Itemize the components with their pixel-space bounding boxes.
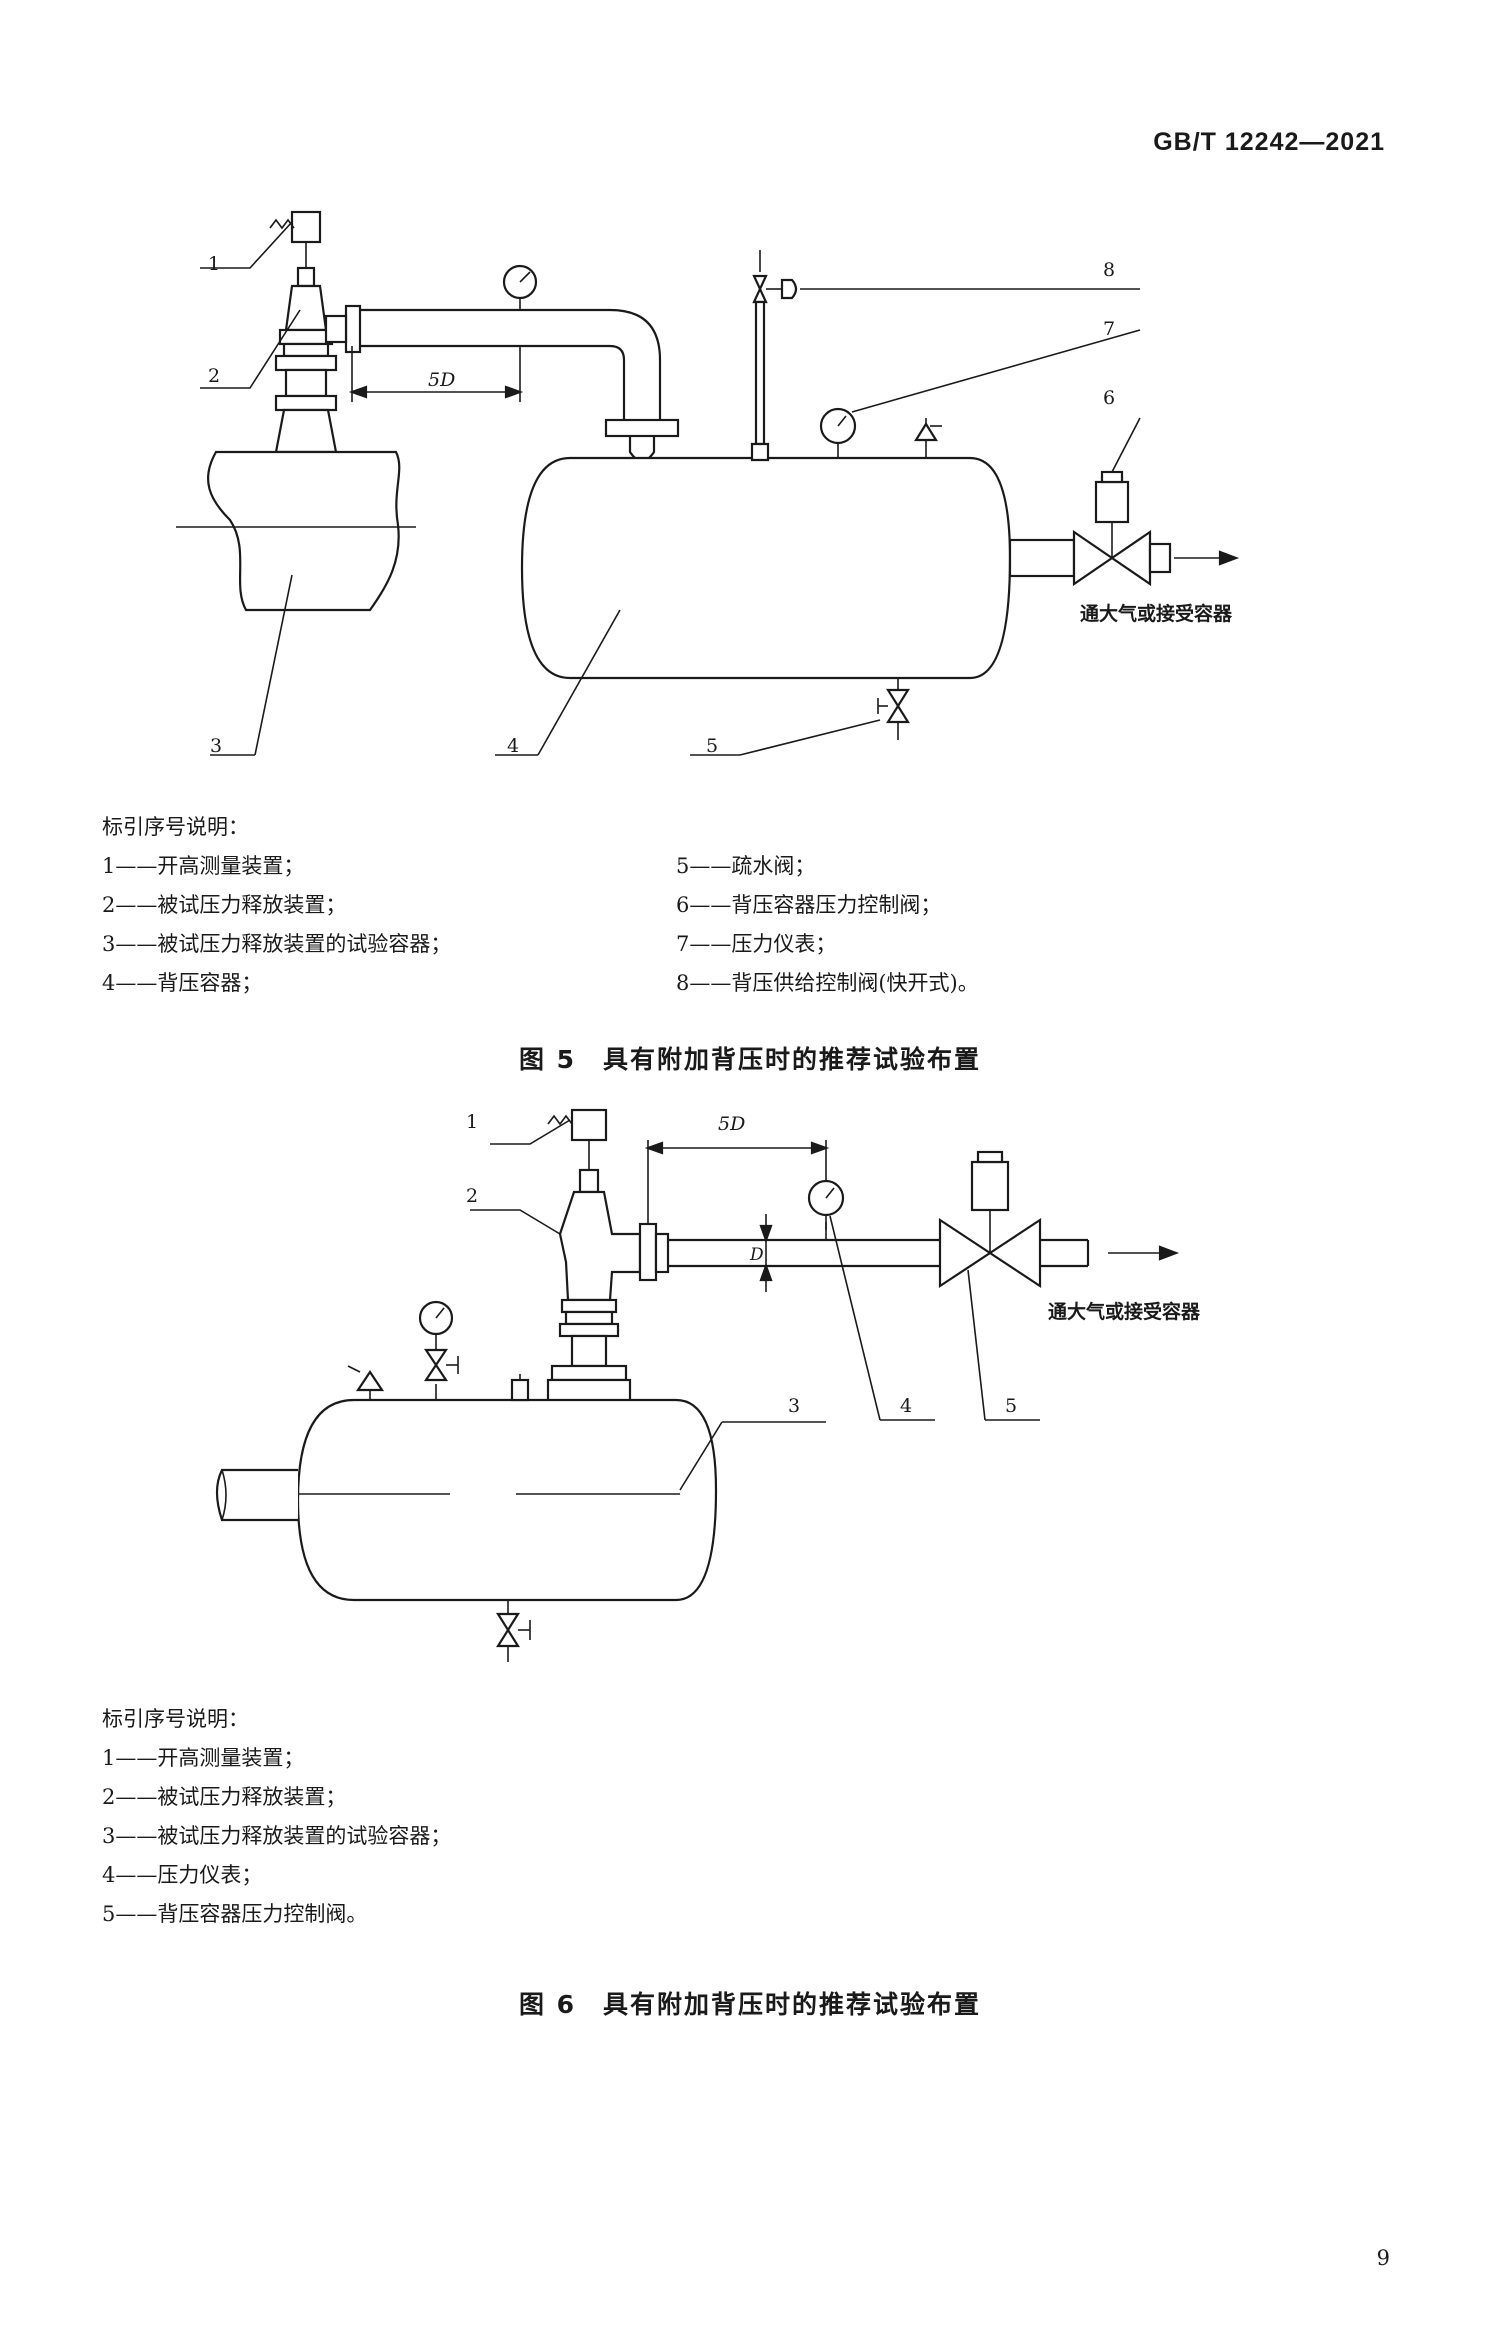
fig6-callout-1: 1 [466,1111,478,1133]
fig5-supply-valve [752,274,768,304]
fig6-callout-4: 4 [900,1395,912,1417]
fig5-legend-item-3: 3——被试压力释放装置的试验容器； [102,932,452,956]
fig5-spring-mark [269,218,295,230]
fig6-legend-title: 标引序号说明： [102,1707,249,1731]
fig5-callout-2: 2 [208,365,220,387]
figure-6-diagram: 1 2 D 5D 4 通大气或接受容器 5 3 [215,1108,1201,1662]
fig5-back-pressure-vessel [520,456,1012,680]
fig6-lift-gauge [570,1108,608,1142]
fig6-callout-3: 3 [788,1395,800,1417]
fig6-legend-item-4: 4——压力仪表； [102,1863,263,1887]
fig5-lift-gauge [290,210,322,244]
fig6-callout-5: 5 [1005,1395,1017,1417]
fig5-test-valve-bonnet [296,266,316,288]
fig6-caption: 图 6 具有附加背压时的推荐试验布置 [518,1990,982,2019]
standard-code: GB/T 12242—2021 [1153,128,1385,156]
fig5-callout-6: 6 [1103,387,1115,409]
fig5-dim-label: 5D [428,369,455,391]
fig6-legend-item-2: 2——被试压力释放装置； [102,1785,347,1809]
fig5-outlet-note: 通大气或接受容器 [1080,602,1233,625]
fig6-safety-valve-icon [355,1370,385,1392]
fig6-outlet-note: 通大气或接受容器 [1048,1300,1201,1323]
fig5-legend-title: 标引序号说明： [102,815,249,839]
fig5-outlet-flange [344,304,362,354]
figure-5-diagram: 5D 通大气或接受容器 1 2 3 4 5 6 7 [176,210,1240,757]
fig6-legend-item-5: 5——背压容器压力控制阀。 [102,1902,368,1926]
fig5-callout-1: 1 [208,253,220,275]
fig5-callout-3: 3 [210,735,222,757]
fig5-legend-item-8: 8——背压供给控制阀(快开式)。 [676,971,979,995]
fig6-test-valve-body [558,1190,642,1302]
fig6-dim-label: 5D [718,1113,745,1135]
fig5-caption: 图 5 具有附加背压时的推荐试验布置 [518,1045,982,1074]
fig6-legend-item-3: 3——被试压力释放装置的试验容器； [102,1824,452,1848]
fig6-vent-valve [423,1348,449,1382]
fig5-legend-item-7: 7——压力仪表； [676,932,837,956]
fig5-test-vessel [207,450,401,612]
fig6-legend: 标引序号说明： 1——开高测量装置； 2——被试压力释放装置； 3——被试压力释… [102,1700,902,1930]
fig6-dim-d-label: D [749,1245,764,1265]
fig5-callout-5: 5 [706,735,718,757]
fig5-legend-item-4: 4——背压容器； [102,971,263,995]
fig5-legend-item-6: 6——背压容器压力控制阀； [676,893,942,917]
fig6-legend-item-1: 1——开高测量装置； [102,1746,305,1770]
fig5-safety-valve-icon [914,421,938,442]
fig5-callout-8: 8 [1103,259,1115,281]
fig6-callout-2: 2 [466,1185,478,1207]
fig5-drain-valve [886,688,910,724]
fig5-legend-item-2: 2——被试压力释放装置； [102,893,347,917]
fig5-outlet-pipe [360,308,662,420]
fig6-outlet-flange [638,1222,658,1282]
fig5-legend-item-1: 1——开高测量装置； [102,854,305,878]
fig5-legend: 标引序号说明： 1——开高测量装置； 2——被试压力释放装置； 3——被试压力释… [102,808,1102,1008]
fig5-callout-4: 4 [507,735,519,757]
fig5-legend-item-5: 5——疏水阀； [676,854,816,878]
fig6-test-vessel [296,1398,718,1602]
fig5-callout-7: 7 [1103,318,1115,340]
fig6-drain-valve [496,1612,520,1648]
page-number: 9 [1376,2246,1390,2270]
